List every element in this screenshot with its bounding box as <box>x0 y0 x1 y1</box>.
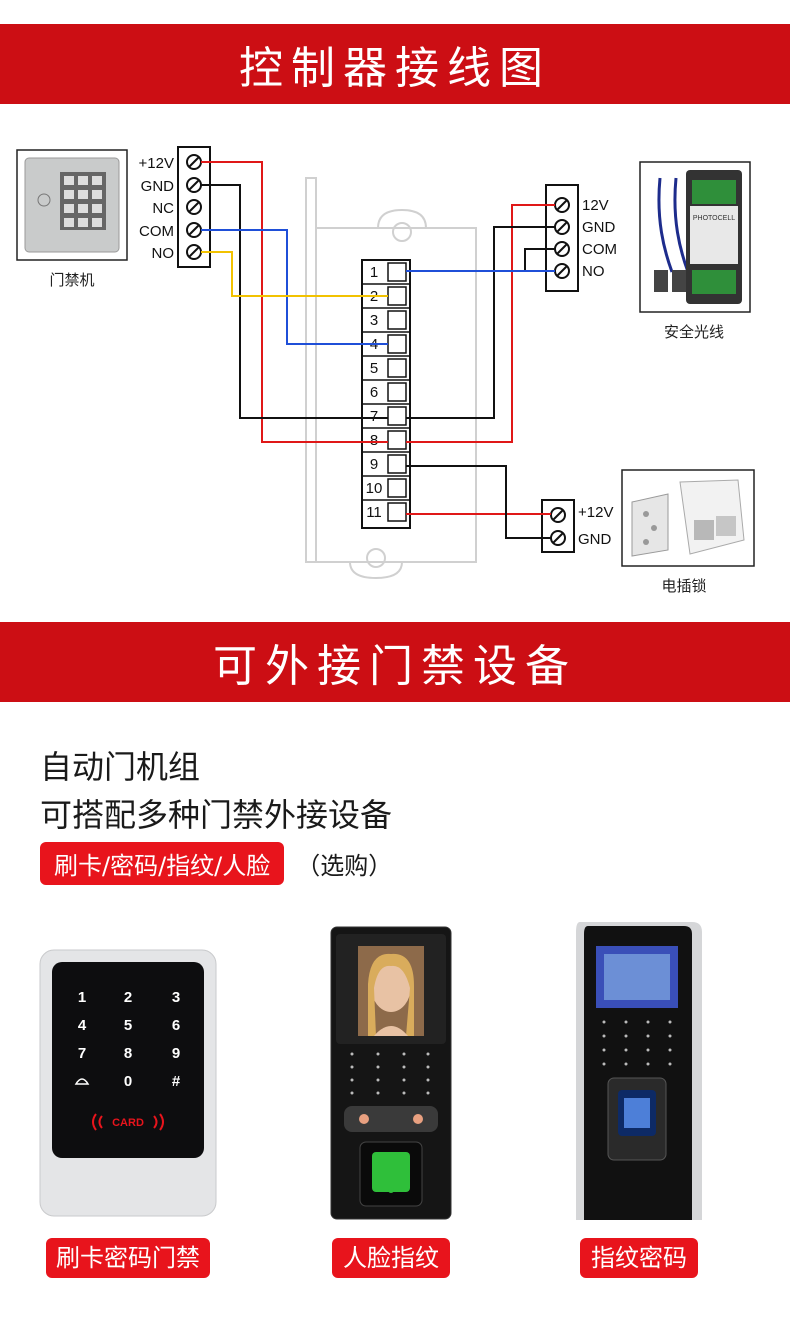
terminal-number-10: 10 <box>366 480 383 497</box>
key-6: 6 <box>172 1017 180 1034</box>
terminal-number-6: 6 <box>370 384 378 401</box>
photocell-terminal-12v: 12V <box>582 197 609 214</box>
terminal-number-3: 3 <box>370 312 378 329</box>
electric-lock-device <box>621 469 755 567</box>
intro-line-1: 自动门机组 <box>40 748 201 786</box>
wire-access-12v <box>201 161 388 443</box>
fingerprint-icon <box>388 1187 394 1193</box>
controller-board <box>305 177 477 580</box>
card-reader-icon: CARD <box>92 1113 164 1131</box>
key-5: 5 <box>124 1017 132 1034</box>
terminal-number-5: 5 <box>370 360 378 377</box>
photocell-device-text: PHOTOCELL <box>693 215 735 222</box>
devices-title-banner: 可外接门禁设备 <box>0 622 790 702</box>
access-control-device <box>16 149 128 261</box>
terminal-number-11: 11 <box>366 504 382 521</box>
access-terminal-no: NO <box>152 245 175 262</box>
device-label-card-keypad: 刷卡密码门禁 <box>46 1238 210 1278</box>
access-terminal-12v: +12V <box>139 155 174 172</box>
photocell-label: 安全光线 <box>664 323 724 341</box>
terminal-number-9: 9 <box>370 456 378 473</box>
key-9: 9 <box>172 1045 180 1062</box>
access-control-label: 门禁机 <box>49 272 94 289</box>
wire-photocell-gnd <box>406 226 555 419</box>
intro-line-2: 可搭配多种门禁外接设备 <box>40 796 393 834</box>
bell-icon <box>74 1078 90 1085</box>
lock-wires <box>406 465 551 539</box>
wiring-title: 控制器接线图 <box>239 43 551 94</box>
wire-access-gnd <box>201 184 388 419</box>
feature-tag-row: 刷卡/密码/指纹/人脸 （选购） <box>40 842 392 885</box>
optional-note: （选购） <box>296 852 393 880</box>
access-terminal-gnd: GND <box>141 178 175 195</box>
access-terminal-com: COM <box>139 223 174 240</box>
lock-terminal-12v: +12V <box>578 504 613 521</box>
photocell-terminal-no: NO <box>582 263 605 280</box>
face-fingerprint-device <box>330 926 452 1220</box>
fingerprint-password-device <box>576 922 702 1220</box>
key-0: 0 <box>124 1073 132 1090</box>
key-1: 1 <box>78 989 86 1006</box>
wiring-diagram: 门禁机 +12V GND NC COM NO <box>16 146 755 595</box>
device-label-face-fingerprint: 人脸指纹 <box>332 1238 450 1278</box>
wire-photocell-com <box>524 248 555 271</box>
key-7: 7 <box>78 1045 86 1062</box>
wire-access-no <box>201 251 388 297</box>
key-4: 4 <box>78 1017 87 1034</box>
electric-lock-label: 电插锁 <box>661 578 706 595</box>
key-3: 3 <box>172 989 180 1006</box>
key-2: 2 <box>124 989 132 1006</box>
lock-terminal-block <box>541 499 575 553</box>
controller-terminal-strip: 1 2 3 4 5 6 7 8 9 10 11 <box>361 259 411 529</box>
photocell-terminal-com: COM <box>582 241 617 258</box>
access-wires <box>201 161 388 443</box>
photocell-device: PHOTOCELL <box>639 161 751 313</box>
terminal-number-8: 8 <box>370 432 378 449</box>
wire-lock-gnd <box>406 465 551 539</box>
devices-title: 可外接门禁设备 <box>213 641 577 692</box>
fingerprint-sensor <box>372 1152 410 1192</box>
access-terminal-nc: NC <box>152 200 174 217</box>
lock-terminal-gnd: GND <box>578 531 612 548</box>
photocell-wires <box>406 204 555 443</box>
photocell-terminal-gnd: GND <box>582 219 616 236</box>
device-label-fingerprint-password: 指纹密码 <box>580 1238 698 1278</box>
card-text: CARD <box>112 1117 144 1129</box>
photocell-terminal-block <box>545 184 579 292</box>
wire-photocell-12v <box>406 204 555 443</box>
wire-access-com <box>201 229 388 345</box>
terminal-number-1: 1 <box>370 264 378 281</box>
key-8: 8 <box>124 1045 132 1062</box>
face-photo <box>368 953 414 1036</box>
card-keypad-device: 1 2 3 4 5 6 7 8 9 0 # CARD <box>39 949 217 1217</box>
terminal-number-7: 7 <box>370 408 378 425</box>
key-hash: # <box>172 1073 181 1090</box>
wiring-title-banner: 控制器接线图 <box>0 24 790 104</box>
feature-tag: 刷卡/密码/指纹/人脸 <box>40 842 285 885</box>
access-terminal-block <box>177 146 211 268</box>
